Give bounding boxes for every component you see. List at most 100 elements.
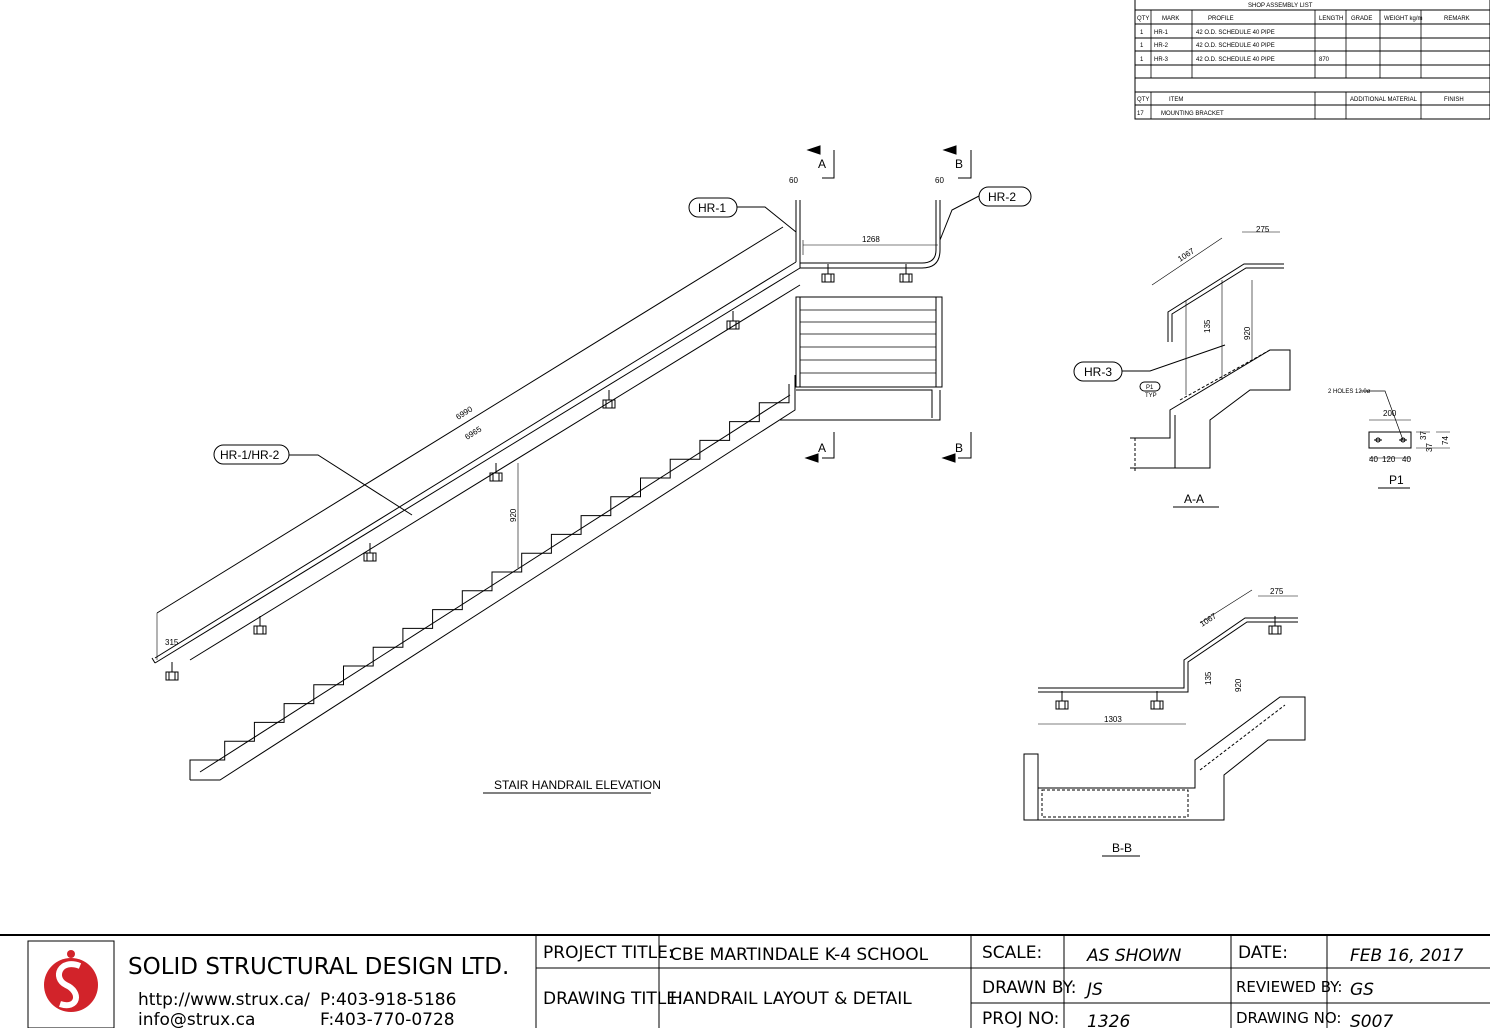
mounting-bracket [489,463,503,482]
mounting-bracket [602,390,616,409]
mounting-bracket [1268,616,1282,635]
svg-text:P1: P1 [1146,385,1154,391]
svg-text:HR-3: HR-3 [1084,365,1112,379]
svg-text:A: A [818,157,826,171]
dim-920: 920 [1243,326,1252,340]
reviewed-by-value: GS [1350,980,1374,1000]
svg-text:MOUNTING BRACKET: MOUNTING BRACKET [1161,111,1224,117]
header-qty: QTY [1137,16,1149,22]
svg-text:40: 40 [1369,455,1378,464]
company-name: SOLID STRUCTURAL DESIGN LTD. [128,954,509,980]
stair-stringer [189,375,796,781]
header-weight: WEIGHT kg/m [1384,16,1423,22]
drawing-title-label: DRAWING TITLE: [543,989,683,1009]
header-mark: MARK [1162,16,1179,22]
stringer-bottom [190,375,796,781]
dim-1268: 1268 [862,235,880,244]
stringer-inner [199,394,791,773]
dim-135: 135 [1204,671,1213,685]
mounting-bracket [253,616,267,635]
svg-text:1: 1 [1140,57,1144,63]
section-mark-b-top: B [942,145,972,179]
mounting-bracket [363,543,377,562]
assembly-title: SHOP ASSEMBLY LIST [1248,3,1313,9]
dim-60-b: 60 [935,176,944,185]
header-grade: GRADE [1351,16,1372,22]
svg-text:HR-3: HR-3 [1154,57,1169,63]
svg-text:HR-2: HR-2 [1154,43,1169,49]
svg-text:HR-1/HR-2: HR-1/HR-2 [220,448,280,462]
section-mark-a-top: A [806,145,835,179]
tag-hr-2: HR-2 [939,186,1032,241]
company-logo-frame [27,940,115,1028]
header-additional-material: ADDITIONAL MATERIAL [1350,97,1418,103]
proj-no-value: 1326 [1087,1012,1130,1028]
svg-text:1: 1 [1140,43,1144,49]
svg-text:HR-1: HR-1 [1154,30,1169,36]
stair-handrail-elevation: 1268 60 60 6990 6965 920 315 A B A B HR-… [151,145,1282,794]
title-block: SOLID STRUCTURAL DESIGN LTD. http://www.… [0,934,1490,1028]
table-row: 1 HR-2 42 O.D. SCHEDULE 40 PIPE [1140,43,1275,49]
svg-text:A: A [818,441,826,455]
svg-text:1: 1 [1140,30,1144,36]
tag-hr-1-hr-2: HR-1/HR-2 [213,444,413,516]
company-fax: F:403-770-0728 [320,1010,455,1028]
project-title-label: PROJECT TITLE: [543,943,674,963]
svg-text:37: 37 [1425,443,1434,452]
header-length: LENGTH [1319,16,1343,22]
svg-text:42 O.D. SCHEDULE 40 PIPE: 42 O.D. SCHEDULE 40 PIPE [1196,43,1275,49]
tag-hr-1: HR-1 [688,197,797,233]
dim-1303: 1303 [1104,715,1122,724]
dim-315: 315 [165,638,179,647]
section-mark-a-bottom: A [804,432,835,463]
reviewed-by-label: REVIEWED BY: [1236,978,1342,996]
svg-text:B: B [955,157,963,171]
dim-60-a: 60 [789,176,798,185]
header-profile: PROFILE [1208,16,1234,22]
section-mark-b-bottom: B [941,432,972,463]
dim-1067: 1067 [1198,611,1218,629]
company-website[interactable]: http://www.strux.ca/ [138,990,310,1010]
mounting-brackets [165,264,1282,710]
svg-text:42 O.D. SCHEDULE 40 PIPE: 42 O.D. SCHEDULE 40 PIPE [1196,57,1275,63]
section-bb-title: B-B [1112,841,1132,855]
drawn-by-label: DRAWN BY: [982,978,1076,998]
elevation-title: STAIR HANDRAIL ELEVATION [494,778,661,792]
scale-label: SCALE: [982,943,1042,963]
dim-920: 920 [509,508,518,522]
svg-text:74: 74 [1441,436,1450,445]
dimension-line-6990 [156,226,784,614]
mounting-bracket [165,662,179,681]
dim-275: 275 [1270,587,1284,596]
scale-value: AS SHOWN [1086,946,1182,966]
drawing-no-value: S007 [1350,1012,1393,1028]
svg-text:B: B [955,441,963,455]
header-item: ITEM [1169,97,1183,103]
section-aa-title: A-A [1184,492,1204,506]
dim-1067: 1067 [1176,246,1196,264]
header-finish: FINISH [1444,97,1464,103]
stair-treads [189,384,790,780]
svg-text:HR-2: HR-2 [988,190,1016,204]
handrail-bottom [154,267,801,664]
company-logo [44,950,98,1012]
date-label: DATE: [1238,943,1288,963]
mounting-bracket [1055,691,1069,710]
detail-p1-title: P1 [1389,473,1404,487]
dim-135: 135 [1203,319,1212,333]
tag-hr-3: HR-3 [1073,344,1226,382]
dim-920: 920 [1234,678,1243,692]
proj-no-label: PROJ NO: [982,1009,1059,1028]
drawing-title: HANDRAIL LAYOUT & DETAIL [670,989,912,1009]
company-email[interactable]: info@strux.ca [138,1010,255,1028]
drawn-by-value: JS [1084,980,1103,1000]
date-value: FEB 16, 2017 [1350,946,1463,966]
dim-275: 275 [1256,225,1270,234]
detail-p1: 2 HOLES 12.0ø 200 40 120 40 37 37 74 P1 [1328,389,1450,489]
handrail-top [154,261,797,659]
